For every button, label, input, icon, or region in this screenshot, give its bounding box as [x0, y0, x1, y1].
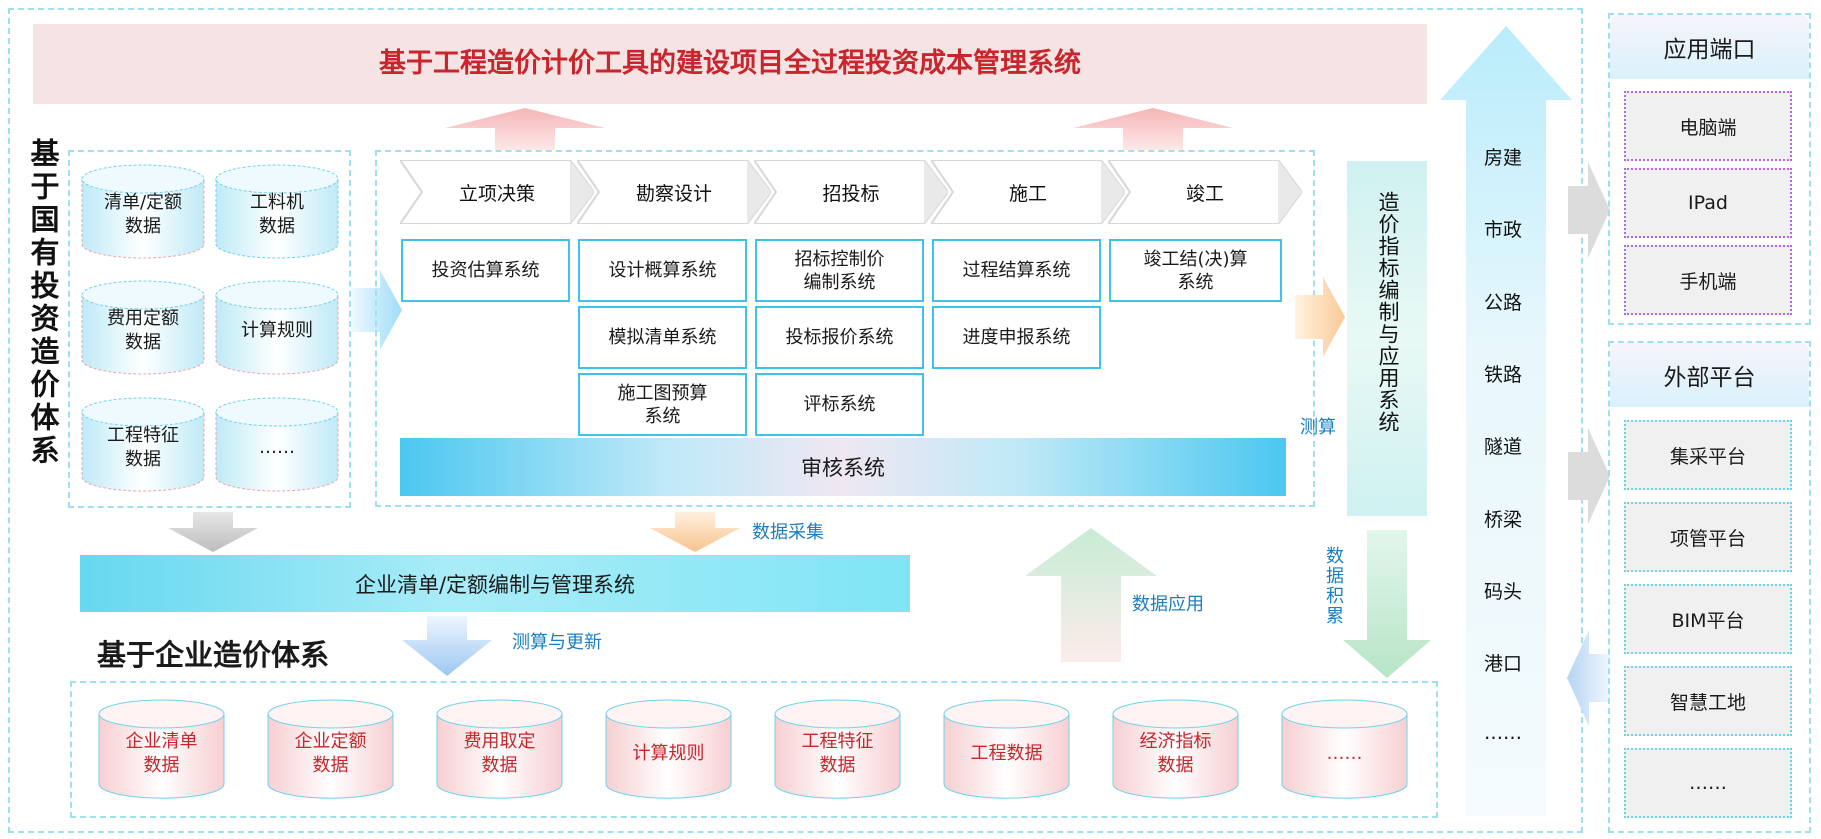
enterprise-system-label: 企业清单/定额编制与管理系统	[354, 572, 636, 597]
state-data-frame	[68, 150, 351, 508]
down-arrow-blue	[402, 616, 492, 676]
app-ports-title: 应用端口	[1610, 15, 1809, 79]
label-measure-update: 测算与更新	[512, 632, 602, 653]
system-box: 竣工结(决)算 系统	[1109, 239, 1282, 302]
phase-chevron: 竣工	[1108, 160, 1302, 224]
phase-label: 招投标	[822, 182, 880, 205]
external-item[interactable]: 项管平台	[1624, 502, 1792, 572]
enterprise-cylinder: 费用取定 数据	[435, 698, 564, 800]
enterprise-cylinder: 企业定额 数据	[266, 698, 395, 800]
state-cylinder-label: 费用定额 数据	[107, 308, 179, 353]
phase-label: 施工	[1008, 182, 1047, 205]
external-item[interactable]: 集采平台	[1624, 420, 1792, 490]
state-cylinder: 清单/定额 数据	[80, 163, 206, 260]
enterprise-cylinder: 工程数据	[942, 698, 1071, 800]
external-item[interactable]: ……	[1624, 748, 1792, 818]
phase-label: 立项决策	[458, 182, 535, 205]
external-panel	[1608, 341, 1811, 833]
app-port-item[interactable]: 电脑端	[1624, 91, 1792, 161]
app-port-item[interactable]: 手机端	[1624, 245, 1792, 315]
industry-item: 房建	[1483, 147, 1522, 169]
external-item[interactable]: 智慧工地	[1624, 666, 1792, 736]
enterprise-cylinder-label: 经济指标 数据	[1139, 731, 1212, 776]
state-cylinder-label: 工料机 数据	[250, 192, 304, 237]
industry-item: 港口	[1483, 653, 1522, 675]
phase-chevron: 招投标	[754, 160, 948, 224]
label-data-accumulate: 数据积累	[1323, 546, 1344, 626]
industry-item: 桥梁	[1483, 509, 1522, 531]
state-cylinder-label: 清单/定额 数据	[103, 192, 183, 237]
left-vertical-title: 基于国有投资造价体系	[26, 138, 60, 468]
right-arrow-to-external	[1568, 428, 1610, 524]
left-arrow-from-external	[1567, 630, 1609, 726]
system-box: 评标系统	[755, 373, 924, 436]
enterprise-cylinder: 企业清单 数据	[97, 698, 226, 800]
enterprise-cylinder-label: 费用取定 数据	[463, 731, 536, 776]
state-cylinder: 工料机 数据	[214, 163, 340, 260]
label-data-apply: 数据应用	[1132, 594, 1204, 615]
enterprise-cylinder-label: 工程特征 数据	[801, 731, 874, 776]
system-box: 投标报价系统	[755, 306, 924, 369]
right-arrow-to-phases	[352, 270, 402, 350]
state-cylinder-label: 工程特征 数据	[107, 425, 179, 470]
state-cylinder: 计算规则	[214, 279, 340, 376]
outer-frame	[8, 8, 1583, 833]
enterprise-cylinder-label: 企业清单 数据	[125, 731, 198, 776]
system-box: 过程结算系统	[932, 239, 1101, 302]
system-box: 投资估算系统	[401, 239, 570, 302]
down-arrow-orange	[650, 512, 740, 552]
label-measure: 测算	[1300, 417, 1336, 438]
index-system-column: 造价指标编制与应用系统	[1347, 161, 1427, 516]
up-arrow-right	[1073, 108, 1233, 150]
enterprise-system-bar: 企业清单/定额编制与管理系统	[80, 555, 910, 612]
title-band: 基于工程造价计价工具的建设项目全过程投资成本管理系统	[33, 24, 1427, 104]
state-cylinder-label: ……	[259, 437, 295, 458]
page-title: 基于工程造价计价工具的建设项目全过程投资成本管理系统	[379, 48, 1081, 79]
state-cylinder: 费用定额 数据	[80, 279, 206, 376]
app-port-item[interactable]: IPad	[1624, 168, 1792, 238]
system-box: 进度申报系统	[932, 306, 1101, 369]
phase-label: 竣工	[1185, 182, 1224, 205]
app-ports-panel	[1608, 13, 1811, 325]
state-cylinder-label: 计算规则	[241, 320, 313, 341]
up-arrow-left	[445, 108, 605, 150]
label-data-collect: 数据采集	[752, 522, 824, 543]
industry-item: 码头	[1483, 581, 1522, 603]
industry-item: 公路	[1483, 292, 1522, 314]
external-item[interactable]: BIM平台	[1624, 584, 1792, 654]
enterprise-title: 基于企业造价体系	[97, 638, 330, 672]
industry-item: 隧道	[1483, 436, 1522, 458]
external-title: 外部平台	[1610, 343, 1809, 407]
industry-up-arrow	[1440, 26, 1572, 816]
enterprise-cylinder-label: 企业定额 数据	[294, 731, 367, 776]
industry-item: 市政	[1483, 219, 1522, 241]
system-box: 施工图预算 系统	[578, 373, 747, 436]
up-arrow-green	[1025, 528, 1157, 662]
state-cylinder: ……	[214, 396, 340, 493]
down-arrow-gray	[168, 512, 258, 552]
enterprise-cylinder: 工程特征 数据	[773, 698, 902, 800]
right-arrow-to-index	[1295, 277, 1345, 357]
enterprise-cylinder: 经济指标 数据	[1111, 698, 1240, 800]
enterprise-cylinder-label: 工程数据	[970, 743, 1043, 764]
phase-label: 勘察设计	[635, 182, 712, 205]
system-box: 招标控制价 编制系统	[755, 239, 924, 302]
phase-chevron: 立项决策	[400, 160, 594, 224]
industry-item: ……	[1484, 722, 1522, 744]
down-arrow-green	[1343, 530, 1431, 678]
index-system-label: 造价指标编制与应用系统	[1376, 191, 1400, 433]
enterprise-cylinder-label: ……	[1326, 743, 1363, 764]
system-box: 设计概算系统	[578, 239, 747, 302]
right-arrow-to-ports	[1568, 162, 1610, 258]
phase-chevron: 施工	[931, 160, 1125, 224]
enterprise-cylinder-label: 计算规则	[632, 743, 705, 764]
enterprise-data-frame	[70, 681, 1438, 818]
phase-chevron: 勘察设计	[577, 160, 771, 224]
system-box: 模拟清单系统	[578, 306, 747, 369]
state-cylinder: 工程特征 数据	[80, 396, 206, 493]
enterprise-cylinder: 计算规则	[604, 698, 733, 800]
audit-system-bar: 审核系统	[400, 438, 1286, 496]
enterprise-cylinder: ……	[1280, 698, 1409, 800]
industry-item: 铁路	[1483, 364, 1522, 386]
